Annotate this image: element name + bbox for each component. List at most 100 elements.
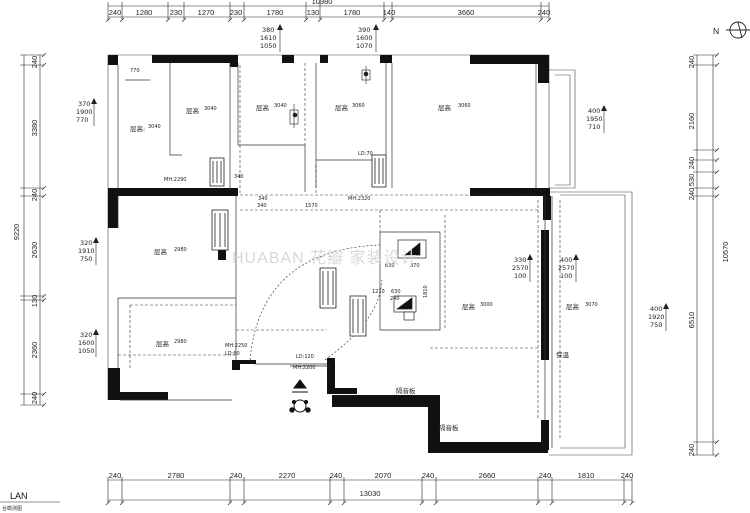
dimension-slash — [327, 500, 333, 506]
top-segment: 240 — [538, 8, 551, 17]
dimension-slash — [714, 185, 720, 191]
window-tag-a: 370 — [78, 100, 90, 108]
window-tag-c: 100 — [514, 272, 526, 280]
plan-title: LAN — [10, 491, 28, 501]
window-tag-b: 1600 — [78, 339, 95, 347]
window-tag-b: 1600 — [356, 34, 373, 42]
ceiling-height-value: 3060 — [352, 103, 365, 109]
ceiling-height-label: 层高 — [186, 106, 200, 115]
ceiling-height-label: 层高 — [156, 339, 170, 348]
annotation-dim: 240 — [390, 296, 400, 302]
right-segment: 2160 — [687, 113, 696, 130]
balcony-column-label: 保温 — [556, 350, 570, 359]
window-tag-a: 400 — [560, 256, 572, 264]
bottom-segment-labels: 240 2780 240 2270 240 2070 240 2660 240 … — [109, 471, 634, 480]
ceiling-height-value: 3070 — [585, 302, 598, 308]
bottom-segment: 2780 — [168, 471, 185, 480]
dimension-slash — [341, 500, 347, 506]
window-tag-c: 100 — [560, 272, 572, 280]
left-segment: 2630 — [30, 242, 39, 259]
window-tag: 390 1600 1070 — [356, 24, 379, 52]
window-tag-c: 1050 — [78, 347, 95, 355]
ceiling-height-label: 层高 — [256, 103, 270, 112]
annotation-dim: 1570 — [305, 203, 318, 209]
ceiling-height-label: 层高 — [462, 302, 476, 311]
dimension-slash — [714, 169, 720, 175]
top-segment: 1270 — [198, 8, 215, 17]
ceiling-height: 层高 3040 : — [130, 124, 161, 133]
dimension-slash — [535, 500, 541, 506]
ceiling-height-label: 层高 — [154, 247, 168, 256]
radiator-icon — [349, 295, 367, 337]
annotation-ld: LD:70 — [358, 151, 373, 157]
ceiling-height-value: 3060 — [458, 103, 471, 109]
dimension-slash — [714, 439, 720, 445]
dimension-slash — [317, 17, 323, 23]
bottom-segment: 1810 — [578, 471, 595, 480]
bottom-segment: 2270 — [279, 471, 296, 480]
annotation-dim: 630 — [385, 263, 395, 269]
dimension-slash — [714, 52, 720, 58]
ceiling-height: 层高 2980 — [154, 247, 187, 256]
bottom-segment: 240 — [422, 471, 435, 480]
dimension-slash — [41, 62, 47, 68]
window-tag: 320 1910 750 — [78, 237, 99, 265]
dimension-slash — [105, 500, 111, 506]
window-tag: 330 2570 100 — [512, 254, 533, 282]
top-segment: 230 — [230, 8, 243, 17]
window-tag-b: 2570 — [558, 264, 575, 272]
bottom-segment: 240 — [621, 471, 634, 480]
annotation-dim: 770 — [130, 68, 140, 74]
window-tag: 400 1950 710 — [586, 105, 607, 133]
window-tag-a: 400 — [650, 305, 662, 313]
ceiling-height-label: 层高 — [335, 103, 349, 112]
dimension-slash — [41, 193, 47, 199]
dimension-slash — [389, 17, 395, 23]
top-segment: 240 — [109, 8, 122, 17]
dimension-slash — [629, 500, 635, 506]
ceiling-height: 层高 3060 — [335, 103, 365, 112]
top-segment: 1280 — [136, 8, 153, 17]
dimension-slash — [538, 17, 544, 23]
dimension-slash — [241, 17, 247, 23]
ceiling-height: 层高 3070 — [566, 302, 598, 311]
ceiling-height: 层高 3040 — [256, 103, 287, 112]
ceiling-height-label: 层高 — [566, 302, 580, 311]
dimension-slash — [241, 500, 247, 506]
left-segment: 240 — [30, 392, 39, 405]
window-tag-a: 320 — [80, 239, 92, 247]
left-segment: 130 — [30, 295, 39, 308]
soundproof-label: 隔音板 — [439, 423, 459, 432]
annotation-dim: 1210 — [372, 289, 385, 295]
window-tag: 320 1600 1050 — [78, 329, 99, 357]
window-tag-b: 1610 — [260, 34, 277, 42]
dimension-slash — [119, 500, 125, 506]
dimension-slash — [41, 185, 47, 191]
annotation-dim: 630 — [391, 289, 401, 295]
window-tag-c: 750 — [650, 321, 662, 329]
dimension-slash — [119, 17, 125, 23]
dimension-slash — [41, 297, 47, 303]
plan-caption: 台勘测图 — [2, 505, 22, 512]
window-tag-a: 330 — [514, 256, 526, 264]
bottom-total-dimension: 13030 — [360, 489, 381, 498]
top-segment: 140 — [383, 8, 396, 17]
left-dimension-chain — [20, 52, 47, 408]
right-segment: 240 — [687, 157, 696, 170]
dimension-slash — [714, 147, 720, 153]
window-tag-a: 320 — [80, 331, 92, 339]
annotation-mh: MH:2320 — [348, 196, 370, 202]
annotation-dim: 1810 — [423, 285, 429, 298]
north-label: N — [713, 26, 719, 36]
dimension-slash — [105, 17, 111, 23]
window-tag-b: 1900 — [76, 108, 93, 116]
dimension-slash — [714, 452, 720, 458]
right-segment: 240 — [687, 444, 696, 457]
window-tag-c: 750 — [80, 255, 92, 263]
window-tag: 380 1610 1050 — [260, 24, 283, 52]
window-tag-c: 710 — [588, 123, 600, 131]
window-tag-b: 1910 — [78, 247, 95, 255]
dimension-slash — [714, 157, 720, 163]
left-segment: 3380 — [30, 120, 39, 137]
